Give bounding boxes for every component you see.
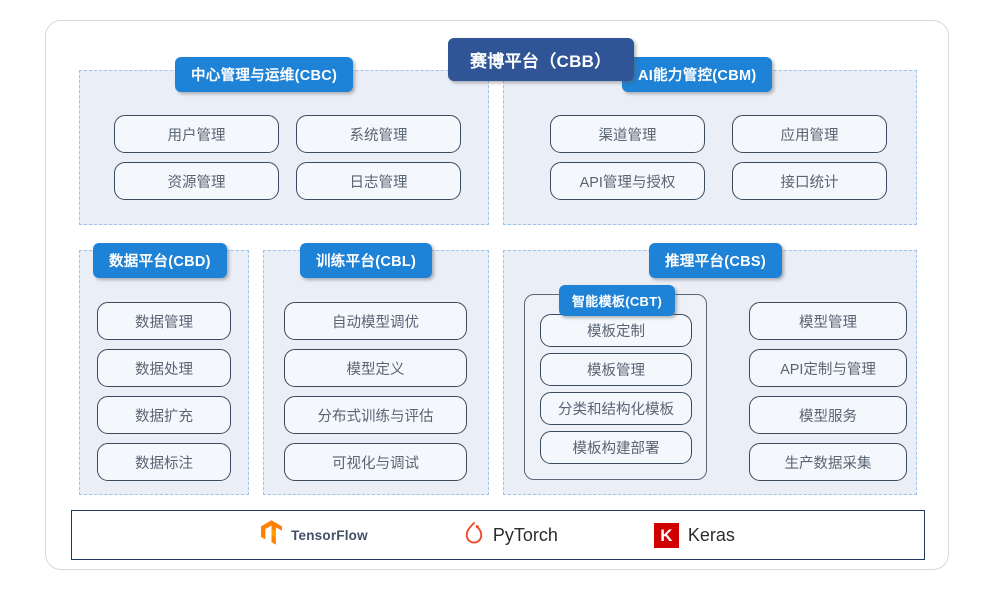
architecture-diagram: 赛博平台（CBB） 中心管理与运维(CBC) 用户管理 系统管理 资源管理 日志…	[45, 20, 949, 570]
card-cbm-2[interactable]: API管理与授权	[550, 162, 705, 200]
frameworks-bar: TensorFlow PyTorch K Keras	[71, 510, 925, 560]
card-cbl-1[interactable]: 模型定义	[284, 349, 467, 387]
keras-label: Keras	[687, 524, 735, 545]
card-cbd-1[interactable]: 数据处理	[97, 349, 231, 387]
section-badge-cbc: 中心管理与运维(CBC)	[175, 57, 354, 92]
section-badge-cbl: 训练平台(CBL)	[300, 243, 433, 278]
card-cbs-0[interactable]: 模型管理	[749, 302, 907, 340]
card-cbm-0[interactable]: 渠道管理	[550, 115, 705, 153]
section-badge-cbd: 数据平台(CBD)	[93, 243, 227, 278]
section-badge-cbs: 推理平台(CBS)	[649, 243, 782, 278]
card-cbd-3[interactable]: 数据标注	[97, 443, 231, 481]
keras-icon: K	[653, 522, 679, 548]
tensorflow-icon	[261, 520, 283, 550]
card-cbl-2[interactable]: 分布式训练与评估	[284, 396, 467, 434]
framework-keras: K Keras	[653, 522, 735, 548]
card-cbl-3[interactable]: 可视化与调试	[284, 443, 467, 481]
framework-tensorflow: TensorFlow	[261, 520, 368, 550]
card-cbc-2[interactable]: 资源管理	[114, 162, 279, 200]
card-cbc-1[interactable]: 系统管理	[296, 115, 461, 153]
card-cbt-2[interactable]: 分类和结构化模板	[540, 392, 692, 425]
card-cbs-3[interactable]: 生产数据采集	[749, 443, 907, 481]
tensorflow-label: TensorFlow	[291, 527, 368, 543]
card-cbt-1[interactable]: 模板管理	[540, 353, 692, 386]
card-cbt-0[interactable]: 模板定制	[540, 314, 692, 347]
subsection-badge-cbt: 智能模板(CBT)	[559, 285, 676, 316]
platform-title-badge: 赛博平台（CBB）	[448, 38, 634, 81]
framework-pytorch: PyTorch	[464, 521, 558, 550]
card-cbm-3[interactable]: 接口统计	[732, 162, 887, 200]
card-cbc-0[interactable]: 用户管理	[114, 115, 279, 153]
card-cbs-1[interactable]: API定制与管理	[749, 349, 907, 387]
pytorch-label: PyTorch	[492, 524, 558, 545]
card-cbl-0[interactable]: 自动模型调优	[284, 302, 467, 340]
card-cbt-3[interactable]: 模板构建部署	[540, 431, 692, 464]
card-cbd-0[interactable]: 数据管理	[97, 302, 231, 340]
card-cbd-2[interactable]: 数据扩充	[97, 396, 231, 434]
card-cbc-3[interactable]: 日志管理	[296, 162, 461, 200]
section-badge-cbm: AI能力管控(CBM)	[622, 57, 773, 92]
pytorch-icon	[464, 521, 484, 550]
card-cbm-1[interactable]: 应用管理	[732, 115, 887, 153]
card-cbs-2[interactable]: 模型服务	[749, 396, 907, 434]
